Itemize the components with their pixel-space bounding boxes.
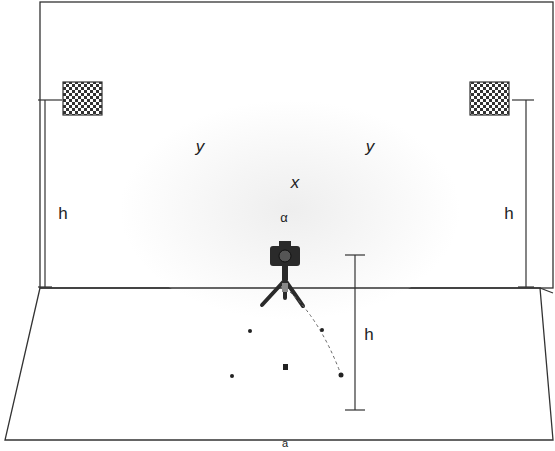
height-bar	[38, 100, 534, 410]
point-label: a	[282, 438, 288, 449]
dimension-label: y	[366, 138, 375, 155]
floor-edge	[540, 288, 553, 293]
checkerboard-target	[63, 82, 102, 115]
floor	[5, 288, 553, 440]
light-glow	[120, 100, 460, 320]
height-label: h	[364, 326, 373, 343]
dimension-label: y	[196, 138, 205, 155]
view-path	[290, 292, 340, 372]
height-label: h	[58, 205, 67, 222]
angle-label: α	[280, 211, 288, 224]
camera-tripod	[262, 241, 303, 306]
dimension-label: x	[291, 174, 300, 191]
checkerboard-target	[470, 82, 509, 115]
floor-marks	[230, 328, 344, 378]
height-label: h	[504, 205, 513, 222]
